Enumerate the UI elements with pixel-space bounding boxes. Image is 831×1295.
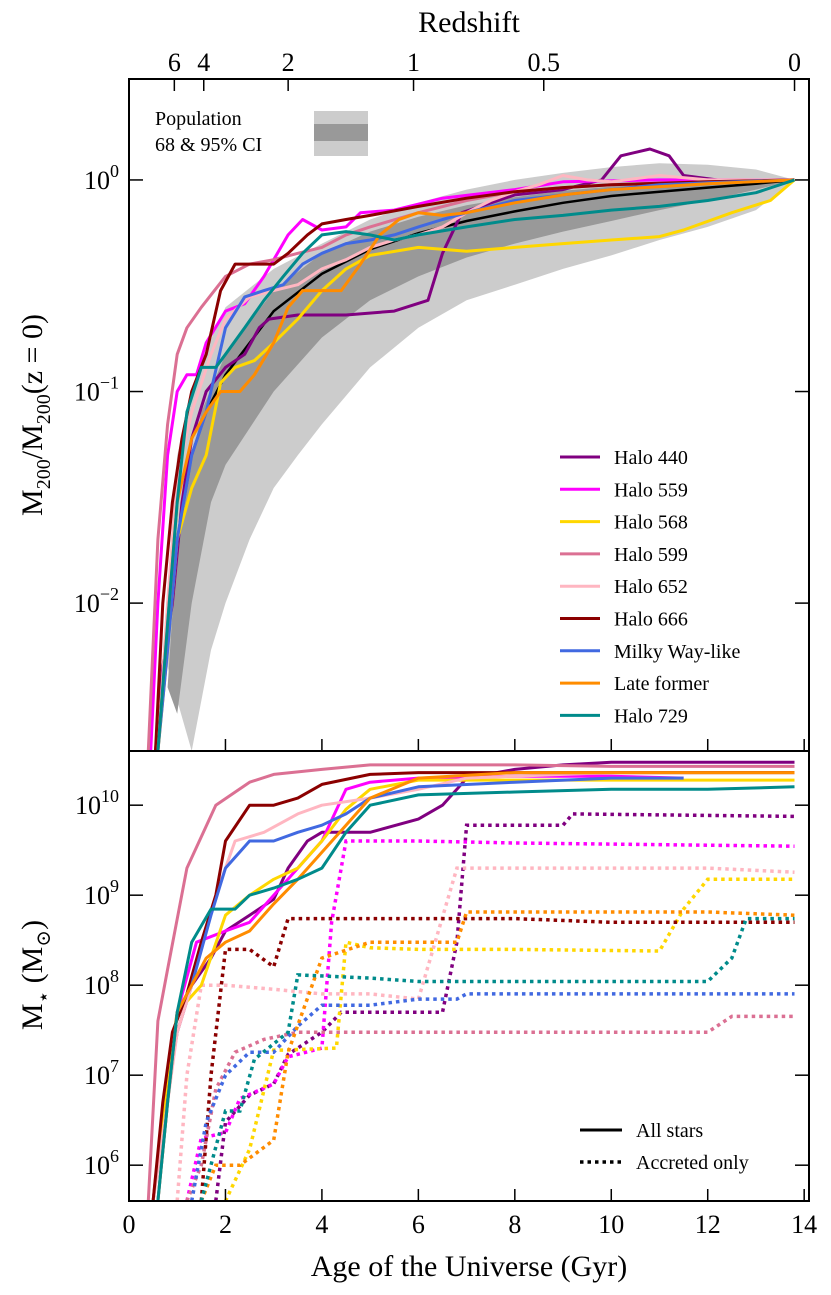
redshift-tick-label: 6: [168, 48, 181, 77]
redshift-tick-label: 0: [788, 48, 801, 77]
legend-label-late-former: Late former: [614, 673, 709, 695]
style-legend-dotted-label: Accreted only: [636, 1152, 749, 1174]
x-tick-label: 2: [219, 1210, 232, 1239]
legend-label-halo-440: Halo 440: [614, 447, 688, 469]
top-y-tick-label: 100: [84, 161, 119, 195]
x-axis-title: Age of the Universe (Gyr): [311, 1250, 628, 1283]
accreted-line-halo-666: [199, 916, 795, 1201]
accreted-line-milky-way-like: [189, 992, 795, 1201]
top-y-tick-label: 10−2: [74, 584, 119, 618]
top-line-halo-729: [156, 178, 795, 751]
redshift-tick-label: 2: [282, 48, 295, 77]
accreted-line-late-former: [199, 910, 795, 1201]
ci-68-band: [167, 179, 795, 714]
top-line-late-former: [156, 178, 795, 751]
bottom-y-tick-label: 107: [84, 1056, 119, 1090]
bottom-y-axis-title: M⋆ (M⊙): [16, 920, 55, 1030]
all-stars-line-halo-599: [146, 763, 795, 1201]
legend-label-halo-729: Halo 729: [614, 705, 688, 727]
redshift-tick-label: 1: [407, 48, 420, 77]
legend-label-milky-way-like: Milky Way-like: [614, 641, 740, 663]
x-tick-label: 10: [598, 1210, 624, 1239]
all-stars-line-halo-729: [156, 785, 795, 1201]
redshift-axis-title: Redshift: [418, 6, 520, 39]
redshift-tick-label: 4: [197, 48, 210, 77]
legend-label-halo-599: Halo 599: [614, 544, 688, 566]
top-line-halo-568: [156, 178, 796, 751]
legend-label-halo-666: Halo 666: [614, 609, 688, 631]
bottom-y-tick-label: 108: [84, 966, 119, 1000]
bottom-panel-frame: [128, 750, 810, 1202]
style-legend: All stars Accreted only: [580, 1120, 749, 1174]
top-series-lines: [146, 147, 796, 751]
legend-label-halo-559: Halo 559: [614, 479, 688, 501]
accreted-line-halo-729: [199, 916, 795, 1201]
all-stars-line-halo-559: [151, 774, 684, 1201]
legend-label-halo-652: Halo 652: [614, 576, 688, 598]
x-tick-label: 14: [791, 1210, 817, 1239]
ci-legend-line1: Population: [155, 108, 242, 130]
x-tick-label: 8: [508, 1210, 521, 1239]
bottom-y-tick-label: 109: [84, 876, 119, 910]
ci-legend-68-swatch: [314, 124, 368, 141]
bottom-series-lines: [146, 760, 795, 1201]
accreted-line-halo-559: [185, 839, 795, 1201]
style-legend-solid-label: All stars: [636, 1120, 703, 1142]
top-y-axis-title: M200/M200(z = 0): [16, 314, 55, 516]
bottom-y-tick-label: 1010: [75, 786, 119, 820]
ci-legend: Population 68 & 95% CI: [155, 108, 368, 156]
top-panel: 10−2 10−1 100 Population 68 & 95% CI Halo …: [16, 78, 810, 752]
x-tick-label: 12: [695, 1210, 721, 1239]
top-y-tick-label: 10−1: [74, 373, 119, 407]
all-stars-line-halo-666: [151, 771, 795, 1201]
x-tick-label: 6: [412, 1210, 425, 1239]
x-tick-label: 0: [123, 1210, 136, 1239]
redshift-tick-label: 0.5: [528, 48, 561, 77]
x-tick-label: 4: [315, 1210, 328, 1239]
accreted-line-halo-599: [185, 1014, 795, 1201]
ci-legend-line2: 68 & 95% CI: [155, 134, 262, 156]
bottom-panel: 106 107 108 109 1010 0 2 4 6 8 10 12 14 All stars A…: [16, 739, 817, 1283]
bottom-y-tick-label: 106: [84, 1146, 119, 1180]
bottom-x-ticks: 0 2 4 6 8 10 12 14: [123, 739, 817, 1239]
legend-label-halo-568: Halo 568: [614, 512, 688, 534]
